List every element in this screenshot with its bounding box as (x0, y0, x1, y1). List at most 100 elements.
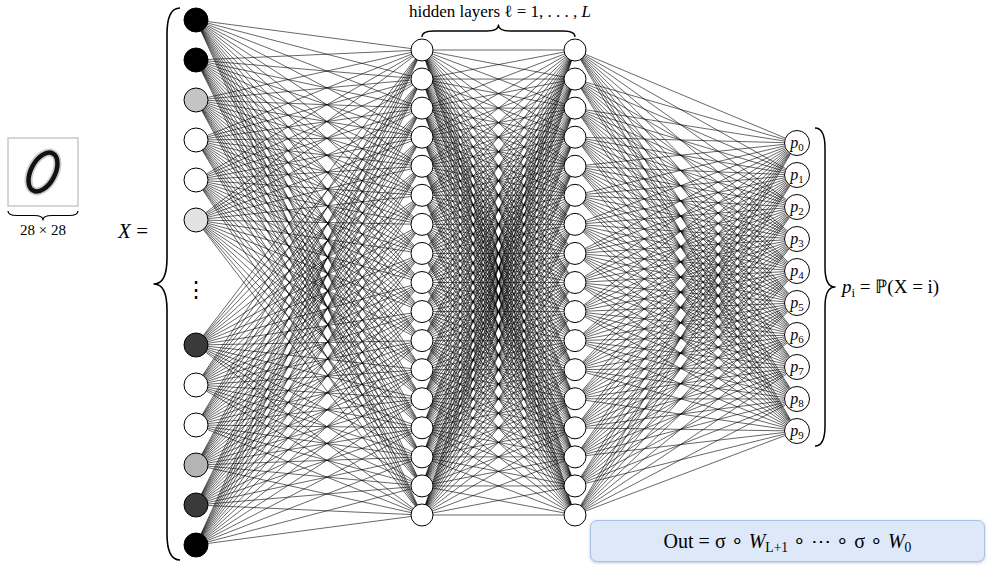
hidden-neuron (564, 68, 586, 90)
connection-line (575, 144, 784, 166)
output-label: p2 (790, 199, 803, 215)
connection-line (422, 108, 575, 515)
hidden-neuron (564, 213, 586, 235)
connection-line (196, 60, 422, 137)
connection-line (196, 50, 422, 140)
connection-line (422, 50, 575, 515)
connection-line (196, 20, 422, 195)
connection-line (196, 79, 422, 345)
connection-line (196, 140, 422, 457)
connection-line (575, 404, 785, 486)
connection-line (196, 253, 422, 545)
connection-line (575, 149, 785, 254)
connection-line (196, 457, 422, 545)
connection-line (196, 20, 422, 283)
subscript: 7 (798, 365, 803, 377)
output-neuron: p1 (784, 162, 810, 188)
hidden-neuron (564, 475, 586, 497)
braces (8, 8, 835, 560)
hidden-neuron (411, 97, 433, 119)
connection-line (196, 283, 422, 426)
connection-line (422, 50, 575, 457)
connection-line (575, 253, 787, 422)
connection-line (196, 20, 422, 399)
connection-line (196, 166, 422, 505)
connection-line (196, 79, 422, 505)
connection-line (422, 428, 575, 515)
hidden-neuron (411, 417, 433, 439)
connection-line (575, 166, 784, 174)
connection-line (575, 272, 784, 283)
subscript: i (852, 285, 856, 300)
hidden-neuron (411, 213, 433, 235)
neuron-circles (184, 8, 586, 557)
connection-line (196, 399, 422, 545)
hidden-neuron (564, 417, 586, 439)
connection-line (196, 428, 422, 505)
connection-line (575, 436, 785, 515)
connection-line (196, 100, 422, 166)
subscript: 1 (798, 173, 803, 185)
input-neuron (184, 88, 208, 112)
connection-line (422, 50, 575, 166)
connection-line (196, 50, 422, 465)
connection-line (575, 50, 790, 420)
connection-line (196, 50, 422, 425)
connection-line (422, 50, 575, 166)
connection-line (196, 100, 422, 370)
symbol: p (790, 198, 798, 215)
subscript: 0 (798, 141, 803, 153)
connection-line (575, 166, 789, 421)
connection-line (422, 166, 575, 515)
curly-brace (815, 128, 835, 446)
connection-line (196, 341, 422, 385)
output-neuron: p8 (784, 386, 810, 412)
connection-line (196, 79, 422, 100)
connection-line (575, 434, 784, 486)
connection-line (196, 341, 422, 425)
connection-line (422, 399, 575, 515)
connection-line (196, 108, 422, 345)
output-neuron: p7 (784, 354, 810, 380)
connection-line (422, 50, 575, 399)
subscript: L+1 (765, 540, 788, 555)
connection-line (196, 166, 422, 345)
connection-line (196, 224, 422, 505)
connection-line (575, 210, 784, 254)
connection-line (575, 279, 787, 457)
connection-line (196, 399, 422, 465)
connection-line (196, 60, 422, 166)
output-label: p5 (790, 295, 803, 311)
connection-line (575, 402, 784, 457)
connection-line (422, 108, 575, 515)
connection-line (196, 465, 422, 515)
connection-line (575, 280, 788, 486)
connection-line (575, 281, 788, 515)
hidden-neuron (564, 388, 586, 410)
connection-line (196, 341, 422, 505)
hidden-neuron (411, 272, 433, 294)
connection-line (575, 195, 784, 206)
connection-line (422, 50, 575, 51)
connection-line (575, 184, 787, 370)
input-neuron (184, 453, 208, 477)
connection-line (575, 240, 784, 254)
symbol: W (888, 530, 905, 552)
dimension-label: 28 × 28 (20, 222, 66, 239)
hidden-neuron (411, 126, 433, 148)
hidden-neuron (564, 155, 586, 177)
connection-line (422, 79, 575, 515)
hidden-neuron (411, 242, 433, 264)
input-label: X = (118, 219, 148, 243)
connection-line (575, 312, 788, 515)
connection-line (196, 100, 422, 312)
connection-line (196, 486, 422, 545)
connection-line (196, 50, 422, 180)
output-label: p7 (790, 359, 803, 375)
digit-stroke (23, 148, 64, 196)
connection-line (196, 385, 422, 399)
subscript: 6 (798, 333, 803, 345)
connection-line (422, 50, 575, 224)
connection-line (196, 137, 422, 425)
connection-line (422, 341, 575, 515)
